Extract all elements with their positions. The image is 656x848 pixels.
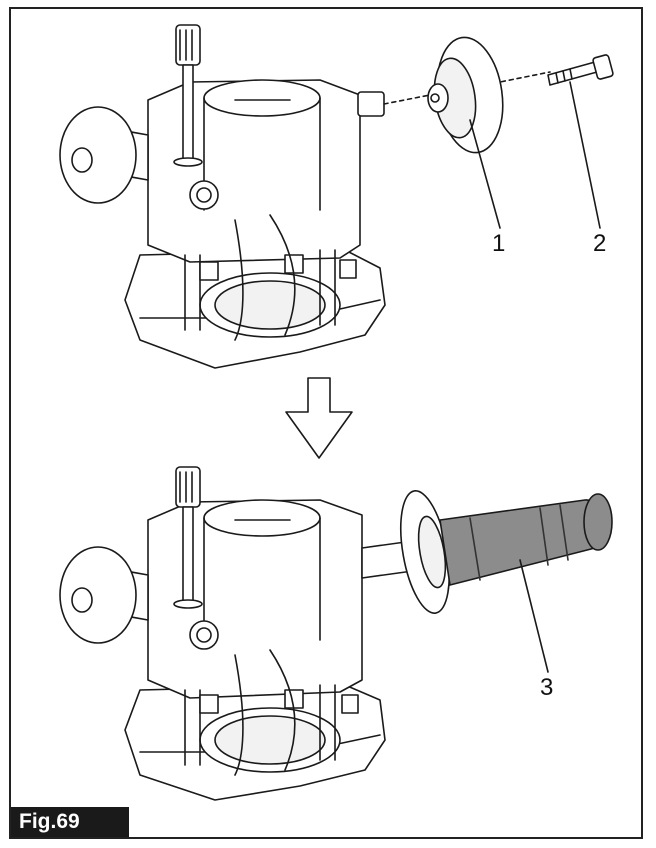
down-arrow-icon: [285, 377, 353, 459]
router-base-top: [59, 24, 551, 369]
router-base-bottom: [59, 466, 386, 801]
callout-3: 3: [540, 674, 554, 701]
side-grip-handle: [361, 490, 613, 614]
bolt: [547, 54, 614, 86]
grip-cap: [427, 36, 504, 154]
callout-1: 1: [492, 230, 506, 257]
callout-2: 2: [593, 230, 607, 257]
figure-label: Fig.69: [11, 807, 129, 837]
